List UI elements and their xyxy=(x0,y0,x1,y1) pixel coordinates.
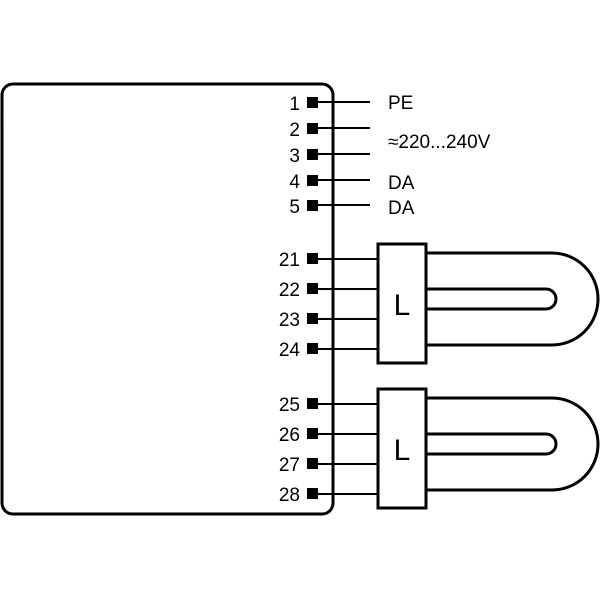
pin-number: 3 xyxy=(289,146,300,167)
pin-number: 22 xyxy=(279,280,300,301)
pin-square xyxy=(307,398,318,409)
pin-number: 23 xyxy=(279,310,300,331)
pin-square xyxy=(307,97,318,108)
lamp-base xyxy=(376,387,428,510)
lamp-2-terminals: 25 26 27 28 xyxy=(279,395,378,506)
lamp-letter: L xyxy=(394,289,411,322)
pin-square xyxy=(307,149,318,160)
pin-square xyxy=(307,253,318,264)
terminal-28: 28 xyxy=(279,485,378,506)
terminal-5: 5 xyxy=(289,197,370,218)
terminal-2: 2 xyxy=(289,120,370,141)
pin-square xyxy=(307,123,318,134)
pin-square xyxy=(307,283,318,294)
terminal-25: 25 xyxy=(279,395,378,416)
terminal-23: 23 xyxy=(279,310,378,331)
lamp-tube-inner xyxy=(426,432,558,456)
ballast-housing xyxy=(0,82,335,516)
label-pe: PE xyxy=(388,93,413,114)
lamp-tube-outer xyxy=(426,396,600,492)
supply-terminals: 1 2 3 4 5 xyxy=(289,94,370,218)
lamp-1-terminals: 21 22 23 24 xyxy=(279,250,378,361)
pin-square xyxy=(307,458,318,469)
pin-number: 27 xyxy=(279,455,300,476)
terminal-1: 1 xyxy=(289,94,370,115)
pin-number: 2 xyxy=(289,120,300,141)
pin-number: 25 xyxy=(279,395,300,416)
terminal-24: 24 xyxy=(279,340,378,361)
pin-number: 24 xyxy=(279,340,301,361)
pin-square xyxy=(307,428,318,439)
pin-number: 28 xyxy=(279,485,300,506)
terminal-27: 27 xyxy=(279,455,378,476)
pin-number: 1 xyxy=(289,94,300,115)
pin-number: 21 xyxy=(279,250,300,271)
lamp-base xyxy=(376,242,428,365)
pin-number: 5 xyxy=(289,197,300,218)
terminal-4: 4 xyxy=(289,172,370,193)
lamp-tube-inner xyxy=(426,287,558,311)
terminal-3: 3 xyxy=(289,146,370,167)
pin-number: 26 xyxy=(279,425,300,446)
terminal-22: 22 xyxy=(279,280,378,301)
lamp-2-symbol: L xyxy=(376,387,600,510)
label-mains-voltage: ≈220...240V xyxy=(388,132,491,153)
label-da-2: DA xyxy=(388,198,415,219)
terminal-26: 26 xyxy=(279,425,378,446)
lamp-1-symbol: L xyxy=(376,242,600,365)
pin-square xyxy=(307,488,318,499)
pin-square xyxy=(307,343,318,354)
lamp-letter: L xyxy=(394,434,411,467)
pin-square xyxy=(307,313,318,324)
label-da-1: DA xyxy=(388,173,415,194)
pin-square xyxy=(307,200,318,211)
terminal-21: 21 xyxy=(279,250,378,271)
lamp-tube-outer xyxy=(426,251,600,347)
pin-square xyxy=(307,175,318,186)
pin-number: 4 xyxy=(289,172,300,193)
